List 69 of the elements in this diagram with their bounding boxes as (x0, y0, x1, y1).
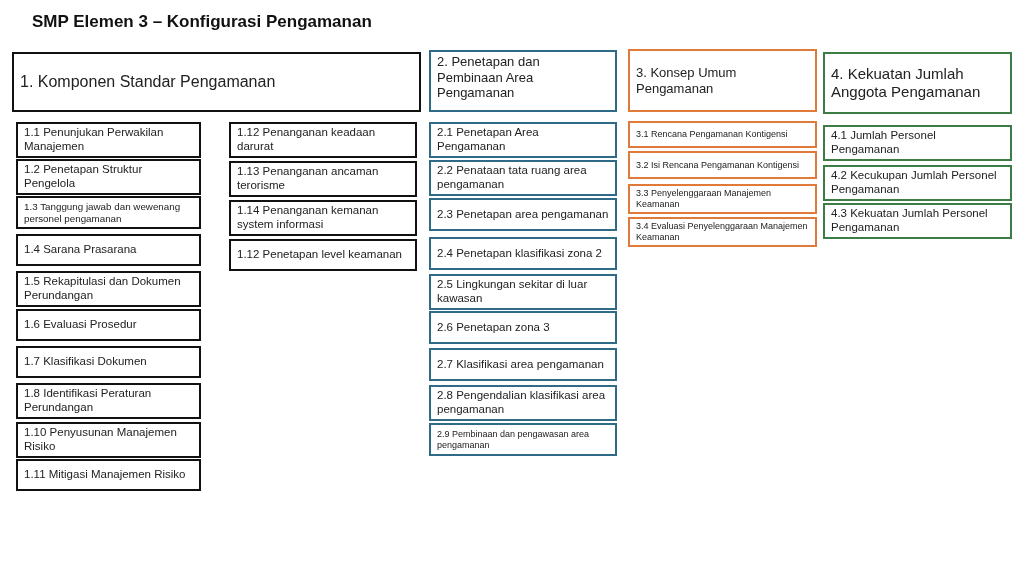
category-box (823, 52, 1012, 114)
item-box (16, 122, 201, 158)
category-title: 4. Kekuatan Jumlah Anggota Pengamanan (831, 65, 982, 101)
item-label: 3.4 Evaluasi Penyelenggaraan Manajemen Keamanan (636, 221, 809, 243)
item-label: 1.13 Penanganan ancaman terorisme (237, 165, 380, 193)
item-label: 1.5 Rekapitulasi dan Dokumen Perundangan (24, 275, 182, 303)
item-box (16, 459, 201, 491)
item-label: 1.1 Penunjukan Perwakilan Manajemen (24, 126, 165, 154)
item-box (429, 348, 617, 381)
item-box (429, 237, 617, 270)
item-label: 3.3 Penyelenggaraan Manajemen Keamanan (636, 188, 773, 210)
item-label: 3.2 Isi Rencana Pengamanan Kontigensi (636, 159, 800, 171)
item-box (429, 423, 617, 456)
item-box (823, 165, 1012, 201)
item-label: 1.11 Mitigasi Manajemen Risiko (24, 468, 186, 482)
item-box (16, 309, 201, 341)
item-box (628, 121, 817, 148)
item-box (16, 383, 201, 419)
item-label: 1.12 Penanganan keadaan darurat (237, 126, 377, 154)
item-box (628, 217, 817, 247)
item-box (429, 311, 617, 344)
item-label: 2.6 Penetapan zona 3 (437, 320, 550, 335)
item-label: 2.3 Penetapan area pengamanan (437, 207, 609, 222)
item-label: 1.14 Penanganan kemanan system informasi (237, 204, 380, 232)
item-box (429, 122, 617, 158)
category-title: 1. Komponen Standar Pengamanan (20, 72, 276, 92)
item-box (229, 122, 417, 158)
item-box (823, 203, 1012, 239)
item-label: 2.4 Penetapan klasifikasi zona 2 (437, 246, 602, 261)
item-label: 4.2 Kecukupan Jumlah Personel Pengamanan (831, 169, 998, 197)
category-box (628, 49, 817, 112)
item-label: 2.7 Klasifikasi area pengamanan (437, 357, 604, 372)
item-box (429, 160, 617, 196)
item-box (16, 346, 201, 378)
item-box (229, 239, 417, 271)
item-label: 1.12 Penetapan level keamanan (237, 248, 402, 262)
item-label: 1.4 Sarana Prasarana (24, 243, 137, 257)
item-box (628, 184, 817, 214)
item-label: 2.5 Lingkungan sekitar di luar kawasan (437, 278, 589, 306)
item-box (429, 198, 617, 231)
item-label: 2.1 Penetapan Area Pengamanan (437, 126, 540, 154)
item-label: 1.8 Identifikasi Peraturan Perundangan (24, 387, 153, 415)
category-box (429, 50, 617, 112)
item-box (429, 385, 617, 421)
item-label: 3.1 Rencana Pengamanan Kontigensi (636, 129, 788, 140)
item-label: 4.1 Jumlah Personel Pengamanan (831, 129, 937, 157)
category-title: 2. Penetapan dan Pembinaan Area Pengamanan (437, 54, 541, 101)
item-label: 1.2 Penetapan Struktur Pengelola (24, 163, 144, 191)
item-box (229, 200, 417, 236)
item-label: 2.9 Pembinaan dan pengawasan area pengamanan (437, 428, 591, 451)
item-label: 4.3 Kekuatan Jumlah Personel Pengamanan (831, 207, 989, 235)
item-box (823, 125, 1012, 161)
item-box (16, 234, 201, 266)
item-label: 1.3 Tanggung jawab dan wewenang personel pengamanan (24, 200, 182, 225)
item-box (628, 151, 817, 179)
category-box (12, 52, 421, 112)
item-box (229, 161, 417, 197)
item-label: 1.6 Evaluasi Prosedur (24, 318, 137, 332)
item-box (429, 274, 617, 310)
item-box (16, 159, 201, 195)
item-box (16, 422, 201, 458)
item-label: 2.2 Penataan tata ruang area pengamanan (437, 164, 588, 192)
item-label: 1.10 Penyusunan Manajemen Risiko (24, 426, 178, 454)
diagram-title: SMP Elemen 3 – Konfigurasi Pengamanan (32, 12, 372, 32)
item-label: 2.8 Pengendalian klasifikasi area pengamanan (437, 389, 607, 417)
item-box (16, 196, 201, 229)
item-label: 1.7 Klasifikasi Dokumen (24, 355, 147, 369)
category-title: 3. Konsep Umum Pengamanan (636, 64, 738, 97)
item-box (16, 271, 201, 307)
